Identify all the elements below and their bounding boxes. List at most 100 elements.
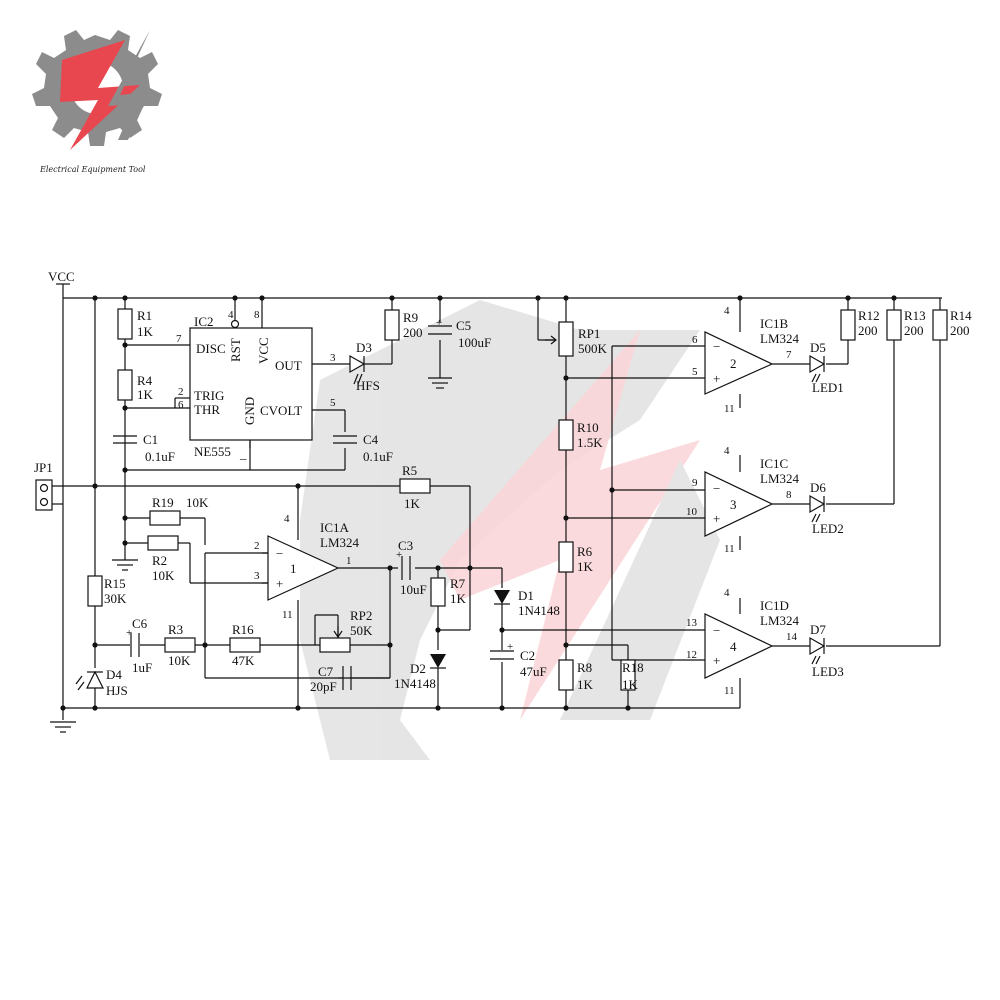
c6-plus: + [126, 627, 132, 639]
c5-plus: + [436, 317, 442, 329]
ic1c-unit: 3 [730, 497, 737, 512]
ic1d-pin-out: 14 [786, 631, 798, 643]
rp1-value: 500K [578, 341, 608, 356]
ic1d-pin-gnd: 11 [724, 685, 735, 697]
r9-value: 200 [403, 325, 423, 340]
d2-value: 1N4148 [394, 676, 436, 691]
ic555-pinnum-thr: 6 [178, 399, 184, 411]
capacitor-c5 [428, 325, 452, 335]
junction-dots [60, 295, 897, 711]
resistor-r2 [147, 535, 179, 551]
r4-ref: R4 [137, 373, 153, 388]
d4-value: HJS [106, 683, 128, 698]
watermark-logo-icon [300, 300, 720, 760]
ic1d-part: LM324 [760, 613, 800, 628]
r6-value: 1K [577, 559, 594, 574]
ic555-pinnum-rst: 4 [228, 309, 234, 321]
d7-ref: D7 [810, 622, 826, 637]
ic1b-part: LM324 [760, 331, 800, 346]
resistor-r12 [840, 309, 856, 341]
ic1a-pin-out: 1 [346, 555, 352, 567]
ic1b-pin-out: 7 [786, 349, 792, 361]
ic1c-pin-inv: 9 [692, 477, 698, 489]
resistor-r7 [430, 577, 446, 607]
ic555-pin-thr: THR [194, 402, 220, 417]
ic1d-plus: + [713, 653, 720, 668]
ic1a-part: LM324 [320, 535, 360, 550]
c3-value: 10uF [400, 582, 427, 597]
ic1c-plus: + [713, 511, 720, 526]
r14-value: 200 [950, 323, 970, 338]
d4-ref: D4 [106, 667, 122, 682]
ne555-ic-body [189, 327, 313, 441]
r5-ref: R5 [402, 463, 417, 478]
ic1d-minus: − [713, 623, 720, 638]
ic1a-ref: IC1A [320, 520, 350, 535]
capacitor-c6 [130, 633, 140, 657]
r10-ref: R10 [577, 420, 599, 435]
ic555-pin-gnd: GND [242, 397, 257, 425]
ic555-pinnum-cvolt: 5 [330, 397, 336, 409]
ic1d-ref: IC1D [760, 598, 789, 613]
r1-ref: R1 [137, 308, 152, 323]
ic1c-part: LM324 [760, 471, 800, 486]
r15-value: 30K [104, 591, 127, 606]
ic2-ref: IC2 [194, 314, 214, 329]
ic1b-unit: 2 [730, 356, 737, 371]
ic1a-pin-noninv: 3 [254, 570, 260, 582]
diode-d1-icon [494, 590, 510, 605]
ic1b-pin-inv: 6 [692, 334, 698, 346]
capacitor-c1 [113, 435, 137, 444]
diode-d2-icon [430, 654, 446, 669]
resistor-r15 [87, 575, 103, 607]
ic1c-pin-gnd: 11 [724, 543, 735, 555]
led3-label: LED3 [812, 664, 844, 679]
d2-ref: D2 [410, 661, 426, 676]
r2-value: 10K [152, 568, 175, 583]
r4-value: 1K [137, 387, 154, 402]
pot-rp1 [558, 321, 574, 357]
resistor-r4 [117, 369, 133, 401]
c5-ref: C5 [456, 318, 471, 333]
ic1a-unit: 1 [290, 561, 297, 576]
r16-value: 47K [232, 653, 255, 668]
ic1b-pin-vcc: 4 [724, 305, 730, 317]
c2-plus: + [507, 641, 513, 653]
capacitor-c2 [490, 650, 514, 660]
ic1a-plus: + [276, 576, 283, 591]
ic555-pinnum-out: 3 [330, 352, 336, 364]
ic555-pin-cvolt: CVOLT [260, 403, 302, 418]
ic1a-pin-vcc: 4 [284, 513, 290, 525]
c3-plus: + [396, 549, 402, 561]
resistor-r16 [229, 637, 261, 653]
c7-ref: C7 [318, 664, 334, 679]
r8-ref: R8 [577, 660, 592, 675]
c1-value: 0.1uF [145, 449, 175, 464]
ic555-pinnum-disc: 7 [176, 333, 182, 345]
d3-value: HFS [356, 378, 380, 393]
c4-ref: C4 [363, 432, 379, 447]
ic1d-pin-vcc: 4 [724, 587, 730, 599]
r3-ref: R3 [168, 622, 183, 637]
ic555-part-suffix: _ [239, 446, 247, 461]
resistor-r6 [558, 541, 574, 573]
ic1b-pin-noninv: 5 [692, 366, 698, 378]
pot-rp2 [319, 637, 351, 653]
ic555-pinnum-vcc: 8 [254, 309, 260, 321]
r12-ref: R12 [858, 308, 880, 323]
resistor-r13 [886, 309, 902, 341]
d1-value: 1N4148 [518, 603, 560, 618]
r1-value: 1K [137, 324, 154, 339]
r12-value: 200 [858, 323, 878, 338]
r14-ref: R14 [950, 308, 972, 323]
resistor-r10 [558, 419, 574, 451]
opamp-ic1b [704, 331, 774, 395]
ic1a-minus: − [276, 546, 283, 561]
c2-value: 47uF [520, 664, 547, 679]
ic1d-pin-inv: 13 [686, 617, 698, 629]
ic555-pin-trig: TRIG [194, 388, 224, 403]
r13-value: 200 [904, 323, 924, 338]
resistor-r3 [164, 637, 196, 653]
